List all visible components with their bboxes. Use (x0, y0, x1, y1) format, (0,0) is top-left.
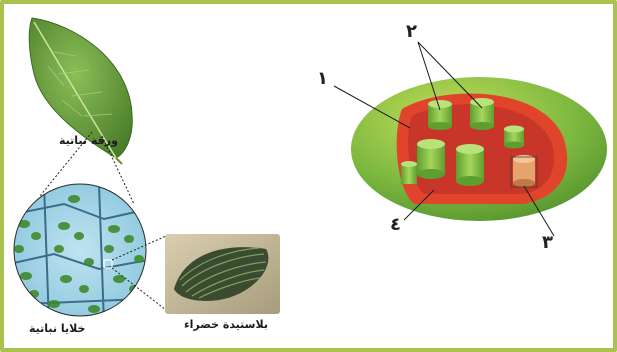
chloroplast-diagram (334, 42, 607, 236)
chloroplast-micrograph (165, 234, 280, 314)
label-number-3: ٣ (542, 232, 553, 253)
chloroplast-label: بلاستيدة خضراء (184, 318, 268, 331)
cells-label: خلايا نباتية (29, 322, 85, 335)
leaf-label: ورقة نباتية (59, 134, 118, 147)
label-number-1: ١ (317, 68, 328, 89)
diagram-canvas (4, 4, 617, 352)
label-number-4: ٤ (390, 214, 401, 235)
cells-micrograph (9, 184, 154, 324)
label-number-2: ٢ (406, 21, 417, 42)
